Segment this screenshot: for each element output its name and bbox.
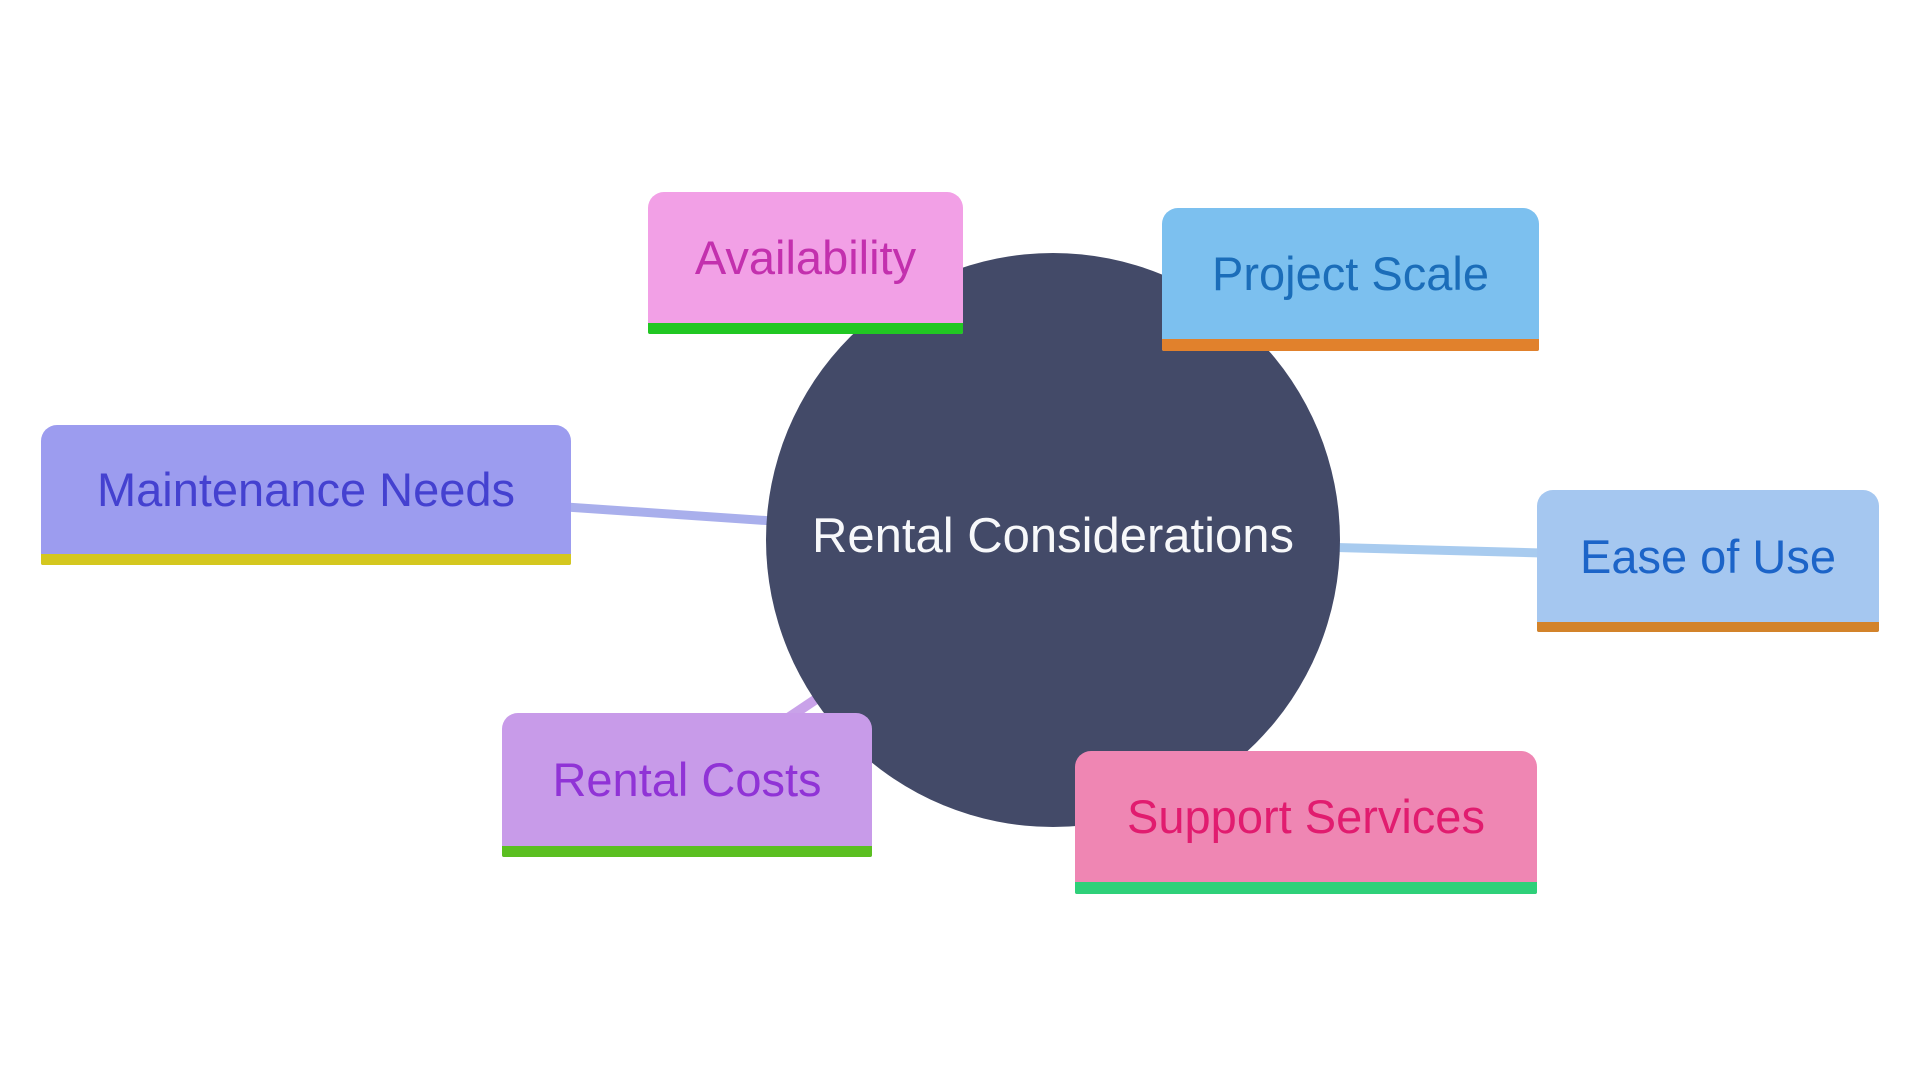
topic-label-availability: Availability [694,231,917,284]
topic-label-rental-costs: Rental Costs [552,753,822,806]
topic-label-maintenance-needs: Maintenance Needs [96,463,516,516]
topic-underline-maintenance-needs [41,554,571,565]
topic-underline-support-services [1075,882,1537,894]
topic-underline-project-scale [1162,339,1539,351]
central-topic-label: Rental Considerations [811,509,1295,563]
topic-label-project-scale: Project Scale [1212,247,1489,300]
topic-node-availability[interactable]: Availability [648,192,963,334]
topic-node-support-services[interactable]: Support Services [1075,751,1537,894]
topic-underline-availability [648,323,963,334]
topic-node-rental-costs[interactable]: Rental Costs [502,713,872,857]
topic-underline-ease-of-use [1537,622,1879,632]
topic-label-support-services: Support Services [1127,790,1485,843]
topic-label-ease-of-use: Ease of Use [1579,529,1837,583]
topic-underline-rental-costs [502,846,872,857]
topic-node-ease-of-use[interactable]: Ease of Use [1537,490,1879,632]
topic-node-maintenance-needs[interactable]: Maintenance Needs [41,425,571,565]
topic-node-project-scale[interactable]: Project Scale [1162,208,1539,351]
